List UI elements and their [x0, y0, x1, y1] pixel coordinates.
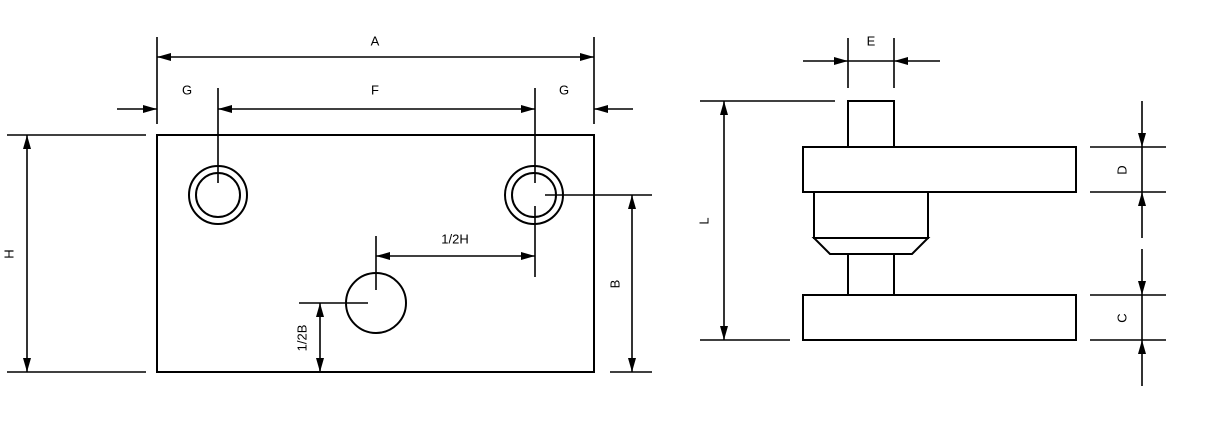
- dimension-half-h: 1/2H: [375, 231, 535, 290]
- front-view: A G F G 1/2H 1/2B: [1, 33, 652, 373]
- dimension-h: H: [1, 134, 146, 373]
- label-e: E: [867, 33, 876, 48]
- dimension-a: A: [156, 33, 595, 124]
- label-half-h: 1/2H: [441, 231, 468, 246]
- label-c: C: [1114, 313, 1129, 322]
- label-b: B: [607, 280, 622, 289]
- label-h: H: [1, 249, 16, 258]
- body-block: [813, 191, 929, 239]
- plate-outline: [156, 134, 595, 373]
- label-l: L: [696, 217, 711, 224]
- side-view: E L D C: [696, 33, 1166, 386]
- dimension-b: B: [545, 194, 652, 373]
- label-g-right: G: [559, 82, 569, 97]
- upper-plate: [802, 146, 1077, 193]
- chamfer: [811, 237, 931, 255]
- lower-plate: [802, 294, 1077, 341]
- dimension-c: C: [1090, 249, 1166, 386]
- dimension-d: D: [1090, 101, 1166, 238]
- label-g-left: G: [182, 82, 192, 97]
- dimension-half-b: 1/2B: [294, 302, 368, 373]
- dimension-e: E: [803, 33, 940, 88]
- label-d: D: [1114, 165, 1129, 174]
- lower-pin: [847, 253, 895, 296]
- top-pin: [847, 100, 895, 148]
- dimension-l: L: [696, 100, 835, 341]
- label-f: F: [371, 82, 379, 97]
- label-a: A: [371, 33, 380, 48]
- dimension-f-g: G F G: [117, 82, 633, 277]
- label-half-b: 1/2B: [294, 325, 309, 352]
